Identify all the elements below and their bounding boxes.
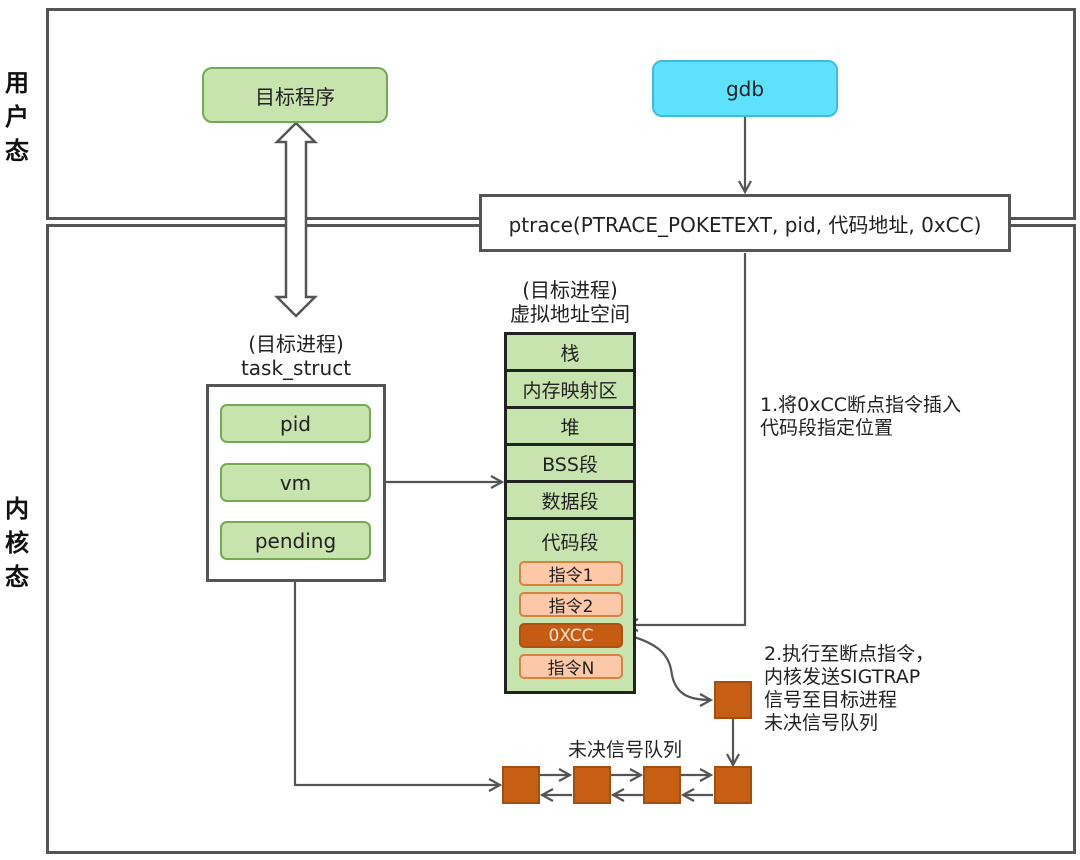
sigtrap-signal-node <box>714 681 752 719</box>
task-struct-caption-line2: task_struct <box>240 356 352 380</box>
task-field-pid: pid <box>220 404 371 443</box>
kernel-space-label-char: 核 <box>5 529 29 557</box>
step2-note: 2.执行至断点指令， 内核发送SIGTRAP 信号至目标进程 未决信号队列 <box>764 643 935 734</box>
instruction-1: 指令1 <box>519 561 623 586</box>
task-field-vm: vm <box>220 463 371 502</box>
gdb-label: gdb <box>725 76 765 101</box>
user-space-label-char: 用 <box>5 69 29 97</box>
signal-queue-label: 未决信号队列 <box>567 739 682 761</box>
gdb-node: gdb <box>652 60 838 117</box>
segment-code: 代码段 指令1 指令2 0XCC 指令N <box>507 520 633 679</box>
target-program-node: 目标程序 <box>202 67 388 123</box>
task-field-label: pending <box>254 528 337 553</box>
task-struct-caption: (目标进程) task_struct <box>206 332 386 380</box>
address-space-caption: (目标进程) 虚拟地址空间 <box>490 278 650 326</box>
queue-node <box>502 766 540 804</box>
ptrace-call-label: ptrace(PTRACE_POKETEXT, pid, 代码地址, 0xCC) <box>508 212 982 237</box>
segment-heap: 堆 <box>507 409 633 446</box>
task-field-label: pid <box>280 411 311 436</box>
kernel-space-label-char: 态 <box>5 563 29 591</box>
segment-bss: BSS段 <box>507 446 633 483</box>
queue-node <box>573 766 611 804</box>
address-space-caption-line2: 虚拟地址空间 <box>510 302 630 326</box>
task-field-label: vm <box>279 470 312 495</box>
queue-node <box>643 766 681 804</box>
task-field-pending: pending <box>220 521 371 560</box>
user-space-region <box>46 8 1076 220</box>
address-space-stack: 栈 内存映射区 堆 BSS段 数据段 代码段 指令1 指令2 0XCC 指令N <box>504 332 636 694</box>
breakpoint-instruction: 0XCC <box>519 623 623 648</box>
user-space-label-char: 态 <box>5 137 29 165</box>
instruction-2: 指令2 <box>519 592 623 617</box>
user-space-label-char: 户 <box>5 103 29 131</box>
instruction-n: 指令N <box>519 654 623 679</box>
segment-mmap: 内存映射区 <box>507 372 633 409</box>
task-struct-caption-line1: (目标进程) <box>248 332 344 356</box>
user-space-label: 用 户 态 <box>2 66 32 168</box>
segment-data: 数据段 <box>507 483 633 520</box>
target-program-label: 目标程序 <box>255 84 335 109</box>
ptrace-call-box: ptrace(PTRACE_POKETEXT, pid, 代码地址, 0xCC) <box>479 194 1011 252</box>
code-segment-title: 代码段 <box>541 532 599 554</box>
address-space-caption-line1: (目标进程) <box>522 278 618 302</box>
kernel-space-label: 内 核 态 <box>2 492 32 594</box>
segment-stack: 栈 <box>507 335 633 372</box>
kernel-space-label-char: 内 <box>5 495 29 523</box>
queue-node <box>714 766 752 804</box>
step1-note: 1.将0xCC断点指令插入 代码段指定位置 <box>760 394 961 439</box>
